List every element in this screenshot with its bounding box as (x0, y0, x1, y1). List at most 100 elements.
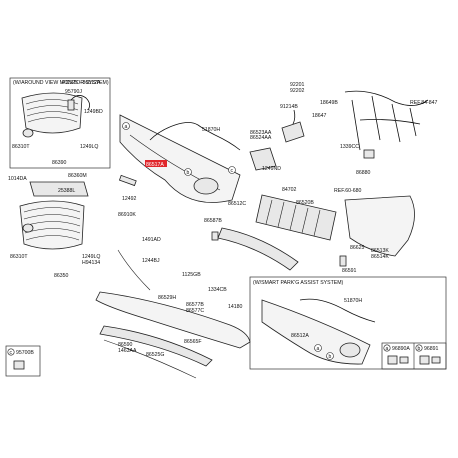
fog-lamp (281, 121, 305, 143)
highlight-86517a-bg (145, 160, 167, 167)
label-86310t-a: 86310T (12, 144, 30, 150)
label-86512a-top: PC525 - 86512A (62, 80, 101, 86)
around-view-title: (W/AROUND VIEW MONITOR SYSTEM) (13, 80, 109, 86)
lower-strip (103, 339, 197, 379)
label-86590: 86590 (118, 342, 133, 348)
label-92201: 92201 (290, 82, 305, 88)
label-84702: 84702 (282, 187, 297, 193)
label-91214b: 91214B (280, 104, 298, 110)
front-fender (344, 195, 415, 257)
label-86512a-b: 86512A (291, 333, 309, 339)
label-14180: 14180 (228, 304, 243, 310)
label-1334cb: 1334CB (208, 287, 227, 293)
module-86880 (363, 149, 375, 159)
label-86310t-b: 86310T (10, 254, 28, 260)
label-86512c: 86512C (228, 201, 246, 207)
camera-bracket (67, 99, 75, 111)
label-1249lq-b: 1249LQ (82, 254, 100, 260)
inset-a-circle (383, 344, 391, 352)
label-86513k: 86513K (371, 248, 389, 254)
lower-garnish (99, 325, 213, 367)
clip-86587b (211, 231, 219, 241)
around-view-box (9, 77, 111, 169)
marker-a: a (125, 124, 128, 130)
label-86360m: 86360M (68, 173, 87, 179)
highlight-86517a: 86517A (146, 162, 164, 168)
marker-a2: a (317, 346, 320, 352)
label-95790j: 95790J (65, 89, 82, 95)
inset-a: a (386, 346, 389, 352)
clip-c-icon (13, 360, 25, 370)
label-86587b: 86587B (204, 218, 222, 224)
label-86390: 86390 (52, 160, 67, 166)
bumper-wiring (149, 122, 241, 151)
label-86523aa: 86523AA (250, 130, 272, 136)
marker-b: b (187, 170, 190, 176)
label-86565f: 86565F (184, 339, 202, 345)
clip-inset-box (5, 345, 41, 377)
label-86910k: 86910K (118, 212, 136, 218)
lower-grille (217, 227, 299, 271)
marker-c: c (231, 168, 234, 174)
grille-lower-slats (23, 207, 81, 241)
inset-c: c (10, 350, 13, 356)
label-86577b: 86577B (186, 302, 204, 308)
label-86880: 86880 (356, 170, 371, 176)
fog-lamp-bezel (249, 147, 277, 171)
label-86514k: 86514K (371, 254, 389, 260)
label-86577c: 86577C (186, 308, 204, 314)
smart-park-wiring (299, 298, 376, 323)
label-86524aa: 86524AA (250, 135, 272, 141)
label-86520b: 86520B (296, 200, 314, 206)
label-1463aa: 1463AA (118, 348, 137, 354)
label-1244bj: 1244BJ (142, 258, 160, 264)
emblem-upper (22, 128, 34, 138)
label-18649b: 18649B (320, 100, 338, 106)
label-12492: 12492 (122, 196, 137, 202)
label-92202: 92202 (290, 88, 305, 94)
energy-absorber (255, 194, 337, 241)
sensor-a2-icon (399, 356, 409, 364)
marker-b2: b (329, 354, 332, 360)
label-18647: 18647 (312, 113, 327, 119)
inset-c-circle (7, 348, 15, 356)
grille-top-trim (29, 181, 89, 197)
ref-60-680: REF.60-680 (334, 188, 362, 194)
label-51870h-a: 51870H (202, 127, 220, 133)
label-86525g: 86525G (146, 352, 164, 358)
camera-wire (70, 95, 90, 111)
grille-upper-slats (25, 99, 79, 123)
marker-a2-circle (314, 344, 322, 352)
cover-86591 (339, 255, 347, 267)
label-1249nd: 1249ND (262, 166, 281, 172)
smart-park-box (249, 276, 447, 370)
smart-park-title: (W/SMART PARK'G ASSIST SYSTEM) (253, 280, 344, 286)
label-51870h-b: 51870H (344, 298, 362, 304)
front-bumper-cover (119, 114, 241, 203)
lower-leader (117, 249, 151, 291)
label-h94134: H94134 (82, 260, 100, 266)
sensor-b2-icon (431, 356, 441, 364)
marker-b2-circle (326, 352, 334, 360)
emblem-lower (22, 223, 34, 233)
sensor-b-icon (419, 355, 430, 365)
inset-b: b (418, 346, 421, 352)
label-1125gb: 1125GB (182, 272, 201, 278)
label-1249bd-a: 1249BD (84, 109, 103, 115)
label-86350: 86350 (54, 273, 69, 279)
label-96891: 96891 (424, 346, 439, 352)
marker-b-circle (184, 168, 192, 176)
radiator-grille-upper (21, 92, 83, 134)
label-96890a: 96890A (392, 346, 410, 352)
label-86625: 86625 (350, 245, 365, 251)
absorber-ribs (265, 199, 321, 237)
label-25388l: 25388L (58, 188, 75, 194)
label-86529h: 86529H (158, 295, 176, 301)
main-harness (344, 90, 429, 151)
label-86591: 86591 (342, 268, 357, 274)
ref-84-847: REF.84-847 (410, 100, 438, 106)
license-bracket (118, 174, 137, 187)
sensor-a-icon (387, 355, 398, 365)
